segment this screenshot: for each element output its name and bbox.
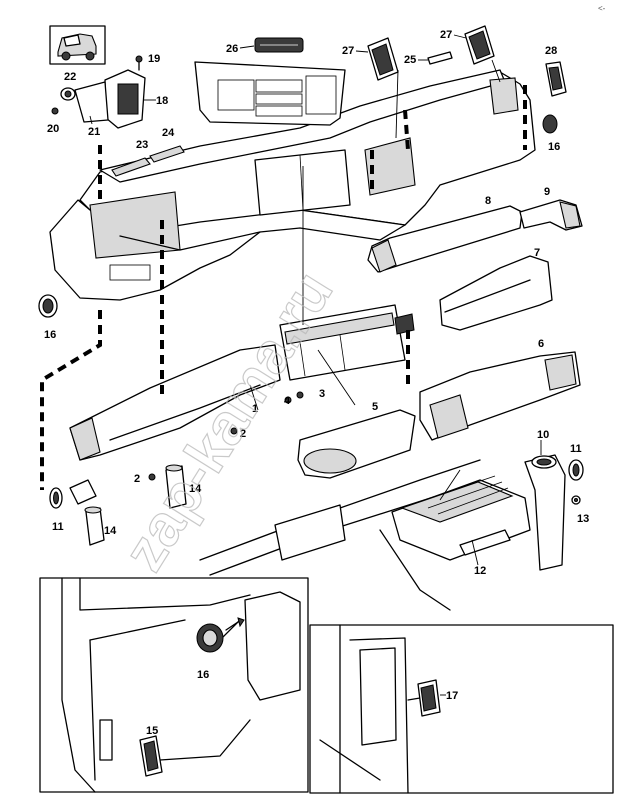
- callout-21: 21: [88, 126, 100, 138]
- vent-27-left: [367, 37, 399, 81]
- top-cover-panel: [194, 61, 346, 126]
- callout-11-right: 11: [570, 443, 582, 455]
- vent-28: [545, 61, 567, 97]
- assembly-dashed-lines: [40, 85, 527, 490]
- corner-mark: <-: [598, 4, 606, 13]
- callout-10: 10: [537, 429, 549, 441]
- clip-25: [427, 51, 453, 65]
- callout-13: 13: [577, 513, 589, 525]
- callout-19: 19: [148, 53, 160, 65]
- callout-labels: 26 27 27 25 28 16 19 22 18 20 21 23 24 8…: [44, 29, 589, 737]
- leader-lines: [249, 59, 542, 566]
- screw-2-upper: [230, 427, 238, 435]
- ring-11-right: [568, 459, 584, 481]
- callout-5: 5: [372, 401, 378, 413]
- callout-2-lower: 2: [134, 473, 140, 485]
- callout-4: 4: [284, 395, 291, 407]
- screw-19: [135, 55, 143, 71]
- screw-3: [296, 391, 304, 399]
- callout-11-left: 11: [52, 521, 64, 533]
- pillar-duct-10: [524, 454, 566, 571]
- cover-5: [297, 409, 416, 479]
- hose-14-center: [165, 464, 187, 509]
- inset-side-panel: [309, 624, 614, 794]
- screw-4: [284, 396, 292, 404]
- callout-16-door: 16: [197, 669, 209, 681]
- duct-6: [419, 351, 581, 441]
- callout-9: 9: [544, 186, 550, 198]
- callout-6: 6: [538, 338, 544, 350]
- callout-26: 26: [226, 43, 238, 55]
- duct-8: [367, 205, 523, 273]
- vent-15: [139, 735, 163, 777]
- vehicle-thumbnail: [49, 25, 106, 65]
- grille-23: [111, 157, 151, 177]
- callout-20: 20: [47, 123, 59, 135]
- screw-13: [571, 495, 581, 505]
- callout-14-center: 14: [189, 483, 202, 495]
- callout-18: 18: [156, 95, 168, 107]
- screw-2-lower: [148, 473, 156, 481]
- bracket-21: [74, 81, 109, 123]
- grille-24: [149, 145, 185, 163]
- callout-28: 28: [545, 45, 557, 57]
- callout-1: 1: [252, 403, 258, 415]
- knob-22: [60, 87, 76, 101]
- heater-unit-12: [391, 475, 531, 561]
- callout-16-left: 16: [44, 329, 56, 341]
- round-vent-16-door: [196, 617, 245, 653]
- elbow-left: [69, 479, 97, 505]
- duct-7: [439, 255, 553, 331]
- callout-8: 8: [485, 195, 491, 207]
- callout-23: 23: [136, 139, 148, 151]
- left-vent-18: [104, 69, 146, 129]
- vent-26: [254, 37, 304, 53]
- round-vent-16-top: [542, 114, 558, 134]
- callout-3: 3: [319, 388, 325, 400]
- callout-24: 24: [162, 127, 175, 139]
- hose-14-left: [84, 506, 105, 546]
- callout-17: 17: [446, 690, 458, 702]
- callout-27-left: 27: [342, 45, 354, 57]
- center-distributor-1: [279, 304, 415, 381]
- callout-22: 22: [64, 71, 76, 83]
- vent-17: [417, 679, 441, 717]
- callout-16-top: 16: [548, 141, 560, 153]
- callout-27-right: 27: [440, 29, 452, 41]
- vent-27-right: [464, 25, 495, 65]
- round-vent-16-left: [38, 294, 58, 318]
- callout-15: 15: [146, 725, 158, 737]
- connector-9: [519, 199, 583, 231]
- left-duct: [69, 344, 281, 461]
- callout-25: 25: [404, 54, 416, 66]
- dashboard-body: [49, 69, 536, 301]
- lower-body: [199, 459, 481, 611]
- callout-2-upper: 2: [240, 428, 246, 440]
- callout-7: 7: [534, 247, 540, 259]
- inset-door-panel: [39, 577, 309, 793]
- callout-14-left: 14: [104, 525, 117, 537]
- ring-11-left: [49, 487, 63, 509]
- screw-20: [51, 107, 59, 115]
- callout-12: 12: [474, 565, 486, 577]
